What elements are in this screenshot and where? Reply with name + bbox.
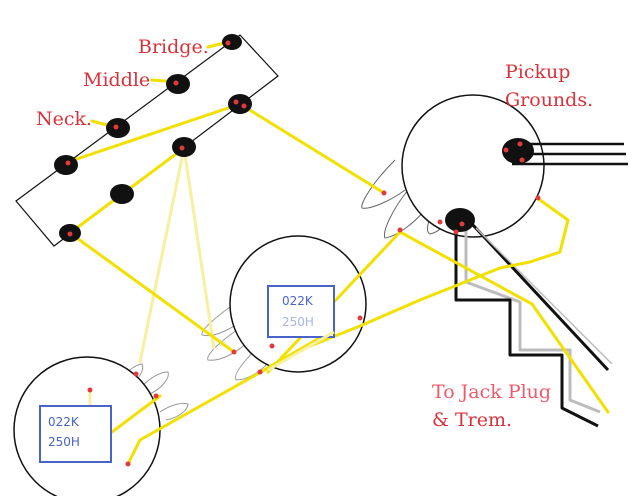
capacitor-lower-line1: 022K xyxy=(48,415,80,429)
solder-dot xyxy=(257,369,263,375)
tone-pot-lower-lug-3 xyxy=(159,402,189,421)
volume-pot-body xyxy=(401,94,545,238)
solder-dot xyxy=(397,227,403,233)
solder-dot xyxy=(517,141,523,147)
wire-switch-to-volume xyxy=(238,102,386,195)
jack-wire-black-2 xyxy=(470,222,610,372)
terminal-switch-mid-left xyxy=(110,184,134,204)
wire-cap-upper-overlay xyxy=(267,330,335,372)
labels: Bridge. Middle Neck. Pickup Grounds. To … xyxy=(36,36,593,431)
solder-dot xyxy=(125,461,131,467)
label-neck: Neck. xyxy=(36,108,92,130)
label-pickup-grounds-2: Grounds. xyxy=(505,89,593,111)
wire-switch-to-tone-upper xyxy=(182,146,216,350)
solder-dot xyxy=(535,195,541,201)
wire-volume-to-jack xyxy=(398,230,534,306)
label-jack-1: To Jack Plug xyxy=(432,381,551,403)
wire-switch-diag-a xyxy=(66,102,242,164)
label-pickup-grounds-1: Pickup xyxy=(505,61,570,83)
solder-dot xyxy=(269,343,275,349)
wire-tone-cap-lower xyxy=(102,394,162,440)
solder-dot xyxy=(459,221,465,227)
volume-pot xyxy=(361,94,545,239)
volume-pot-lug-1 xyxy=(361,159,406,209)
volume-pot-terminal-jack xyxy=(445,208,475,232)
label-jack-2: & Trem. xyxy=(432,409,512,431)
jack-wire-black-1 xyxy=(454,228,599,428)
terminal-switch-top-right xyxy=(228,94,252,114)
jack-wire-grey-2 xyxy=(475,227,613,365)
capacitor-upper-line1: 022K xyxy=(282,294,314,308)
terminal-bridge xyxy=(222,34,242,50)
label-bridge: Bridge. xyxy=(138,36,209,58)
wire-switch-to-tone-lower xyxy=(138,146,186,364)
capacitor-lower: 022K 250H xyxy=(39,405,112,463)
wire-volume-loop xyxy=(126,198,570,466)
volume-pot-terminal-ground xyxy=(502,138,534,164)
solder-dot xyxy=(381,190,387,196)
terminal-switch-top-left xyxy=(54,155,78,175)
solder-dot xyxy=(225,40,231,46)
solder-dot xyxy=(241,103,247,109)
solder-dot xyxy=(87,387,93,393)
label-middle: Middle xyxy=(83,69,150,91)
wire-jack-to-trem xyxy=(530,302,610,414)
solder-dot xyxy=(113,124,119,130)
capacitor-upper-line2: 250H xyxy=(282,315,314,329)
selector-switch xyxy=(15,34,279,247)
solder-dot xyxy=(233,99,239,105)
selector-switch-plate xyxy=(15,34,279,247)
capacitor-lower-line2: 250H xyxy=(48,435,80,449)
solder-dot xyxy=(173,80,179,86)
solder-dot xyxy=(133,371,139,377)
solder-dot xyxy=(519,157,525,163)
solder-dot xyxy=(65,160,71,166)
capacitor-lower-box xyxy=(39,405,112,463)
solder-dot xyxy=(437,219,443,225)
solder-dot xyxy=(453,229,459,235)
solder-dot xyxy=(153,393,159,399)
solder-dot xyxy=(231,349,237,355)
capacitor-upper-box xyxy=(267,285,335,338)
solder-dot xyxy=(503,147,509,153)
solder-points xyxy=(65,40,541,467)
wire-switch-bottom-to-tone-upper xyxy=(68,231,236,354)
capacitor-upper: 022K 250H xyxy=(267,285,335,372)
solder-dot xyxy=(67,231,73,237)
solder-dot xyxy=(179,145,185,151)
solder-dot xyxy=(357,315,363,321)
